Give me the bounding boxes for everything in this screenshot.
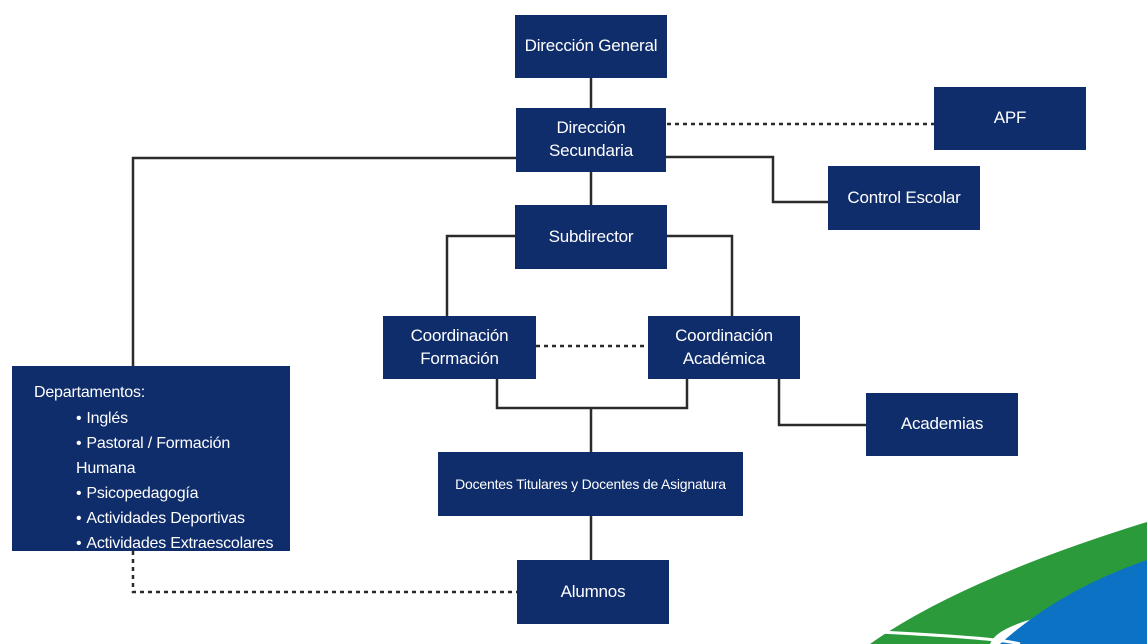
node-subdirector: Subdirector bbox=[515, 205, 667, 269]
node-coordinacion-formacion-line1: Coordinación bbox=[410, 325, 509, 345]
connector-formacion-docentes bbox=[495, 379, 689, 410]
node-direccion-secundaria-label: Dirección Secundaria bbox=[548, 118, 633, 160]
departamentos-list: Inglés Pastoral / Formación Humana Psico… bbox=[34, 406, 290, 556]
connector-secundaria-control-escolar bbox=[666, 155, 828, 204]
node-apf: APF bbox=[934, 87, 1086, 150]
node-academias-label: Academias bbox=[900, 414, 984, 434]
node-control-escolar-label: Control Escolar bbox=[847, 187, 961, 207]
departamentos-heading: Departamentos: bbox=[34, 384, 146, 401]
departamento-item: Actividades Extraescolares bbox=[34, 531, 290, 556]
node-direccion-general: Dirección General bbox=[515, 15, 667, 78]
node-coordinacion-academica-line2: Académica bbox=[682, 348, 766, 368]
node-control-escolar: Control Escolar bbox=[828, 166, 980, 230]
swoosh-white-line bbox=[877, 630, 1021, 644]
node-coordinacion-formacion-line2: Formación bbox=[420, 348, 499, 368]
departamento-item: Actividades Deportivas bbox=[34, 506, 290, 531]
node-apf-label: APF bbox=[993, 108, 1027, 128]
node-coordinacion-academica: Coordinación Académica bbox=[648, 316, 800, 379]
node-academias: Academias bbox=[866, 393, 1018, 456]
node-alumnos: Alumnos bbox=[517, 560, 669, 624]
departamento-item: Inglés bbox=[34, 406, 290, 431]
node-docentes: Docentes Titulares y Docentes de Asignat… bbox=[438, 452, 743, 516]
node-subdirector-label: Subdirector bbox=[548, 226, 634, 246]
connector-secundaria-departamentos bbox=[131, 156, 516, 366]
node-coordinacion-academica-line1: Coordinación bbox=[675, 325, 773, 345]
connector-subdirector-formacion bbox=[445, 234, 515, 316]
connector-subdirector-academica bbox=[667, 234, 734, 316]
node-departamentos: Departamentos: Inglés Pastoral / Formaci… bbox=[12, 366, 290, 552]
node-direccion-general-label: Dirección General bbox=[524, 36, 658, 56]
node-alumnos-label: Alumnos bbox=[560, 581, 626, 601]
node-coordinacion-formacion: Coordinación Formación bbox=[383, 316, 536, 379]
node-direccion-secundaria: Dirección Secundaria bbox=[516, 108, 666, 172]
departamento-item: Pastoral / Formación Humana bbox=[34, 431, 290, 481]
node-docentes-label: Docentes Titulares y Docentes de Asignat… bbox=[455, 475, 726, 492]
departamento-item: Psicopedagogía bbox=[34, 481, 290, 506]
corner-swoosh-decoration bbox=[870, 522, 1147, 644]
dotted-connector-departamentos-alumnos bbox=[131, 551, 517, 594]
swoosh-blue bbox=[1000, 560, 1147, 644]
connector-academica-academias bbox=[777, 379, 866, 427]
swoosh-green bbox=[870, 522, 1147, 644]
